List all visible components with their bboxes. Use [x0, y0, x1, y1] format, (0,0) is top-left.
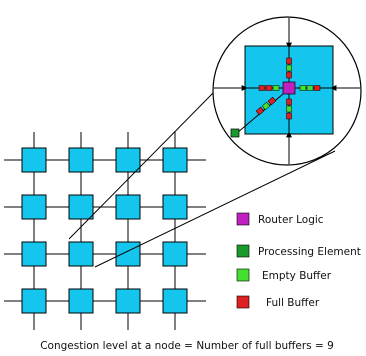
- processing-element-swatch: [236, 244, 250, 258]
- mesh-nodes: [21, 147, 188, 314]
- router-logic: [282, 81, 296, 95]
- empty-buffer-label: Empty Buffer: [262, 270, 332, 282]
- mesh-node-r3-c2: [68, 241, 94, 267]
- zoom-link-arrows: [214, 18, 360, 164]
- north-buffer-2: [286, 64, 292, 72]
- mesh-node-r2-c1: [21, 194, 47, 220]
- east-buffer-2: [306, 85, 314, 91]
- south-buffer-3: [286, 112, 292, 120]
- full-buffer-swatch: [236, 295, 250, 309]
- empty-buffer-swatch: [236, 268, 250, 282]
- mesh-node-r1-c1: [21, 147, 47, 173]
- east-buffer-3: [313, 85, 321, 91]
- mesh-node-r2-c3: [115, 194, 141, 220]
- mesh-node-r3-c1: [21, 241, 47, 267]
- mesh-node-r4-c2: [68, 288, 94, 314]
- mesh-node-r1-c4: [162, 147, 188, 173]
- processing-buffer-2: [261, 101, 271, 111]
- mesh-node-r3-c4: [162, 241, 188, 267]
- legend: Router Logic Processing Element Empty Bu…: [236, 212, 361, 309]
- processing-element: [230, 128, 240, 138]
- zoom-internals: [230, 48, 331, 138]
- mesh-node-r4-c3: [115, 288, 141, 314]
- zoom-connector-lower: [94, 150, 336, 268]
- mesh-node-r2-c2: [68, 194, 94, 220]
- processing-buffer-3: [255, 106, 265, 116]
- mesh-node-r1-c3: [115, 147, 141, 173]
- mesh-node-r4-c4: [162, 288, 188, 314]
- west-buffer-2: [265, 85, 273, 91]
- west-buffer-1: [258, 85, 266, 91]
- north-buffer-3: [286, 71, 292, 79]
- north-buffer-1: [286, 57, 292, 65]
- full-buffer-label: Full Buffer: [266, 297, 320, 309]
- processing-element-label: Processing Element: [258, 246, 361, 258]
- zoom-connector-upper: [68, 89, 217, 240]
- east-buffer-1: [299, 85, 307, 91]
- processing-buffer-1: [267, 96, 277, 106]
- south-buffer-1: [286, 98, 292, 106]
- mesh-node-r2-c4: [162, 194, 188, 220]
- south-buffer-2: [286, 105, 292, 113]
- router-logic-label: Router Logic: [258, 214, 324, 226]
- mesh-node-r4-c1: [21, 288, 47, 314]
- router-logic-swatch: [236, 212, 250, 226]
- mesh-node-r1-c2: [68, 147, 94, 173]
- mesh-node-r3-c3: [115, 241, 141, 267]
- west-buffer-3: [272, 85, 280, 91]
- caption: Congestion level at a node = Number of f…: [40, 340, 334, 352]
